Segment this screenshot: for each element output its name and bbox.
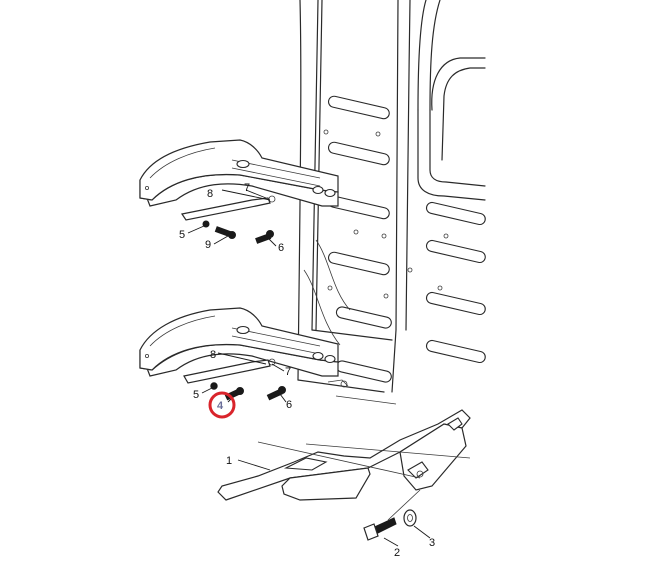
callout-6-lower: 6 — [286, 399, 292, 411]
upper-brace-part-8 — [181, 197, 271, 221]
callout-3: 3 — [429, 537, 435, 549]
callout-7-lower: 7 — [285, 366, 291, 378]
callout-7-upper: 7 — [244, 182, 250, 194]
upper-step-bracket — [139, 139, 339, 207]
upper-fasteners — [202, 195, 276, 244]
callout-1: 1 — [226, 455, 232, 467]
callout-4-highlighted: 4 — [217, 400, 224, 412]
callout-9: 9 — [205, 239, 211, 251]
leader-lines — [187, 189, 431, 547]
lower-brace-part-8 — [183, 359, 271, 384]
panel-ribs-right — [425, 201, 486, 364]
highlight-ring — [208, 391, 236, 419]
panel-holes — [321, 129, 449, 299]
van-body-panel — [297, 0, 486, 393]
panel-ribs-left — [327, 95, 392, 383]
callout-5-upper: 5 — [179, 229, 185, 241]
callout-numbers: 1 2 3 4 5 5 6 6 7 7 8 8 9 — [179, 182, 435, 559]
callout-6-upper: 6 — [278, 242, 284, 254]
callout-8-lower: 8 — [210, 349, 216, 361]
callout-8-upper: 8 — [207, 188, 213, 200]
lower-step-bracket — [139, 307, 339, 377]
washer-part-3 — [403, 509, 417, 527]
callout-2: 2 — [394, 547, 400, 559]
callout-5-lower: 5 — [193, 389, 199, 401]
main-bracket-part-1 — [217, 409, 471, 501]
bolt-part-2 — [363, 517, 397, 541]
